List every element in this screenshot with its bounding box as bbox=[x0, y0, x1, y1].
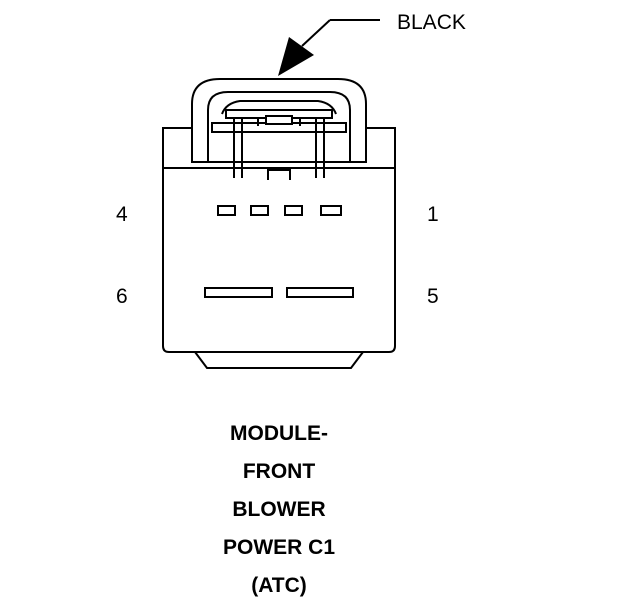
pin-label-4: 4 bbox=[116, 203, 128, 226]
title-line-5: (ATC) bbox=[251, 574, 307, 597]
pin-cavity-4 bbox=[217, 205, 236, 216]
pin-cavity-2 bbox=[284, 205, 303, 216]
pin-cavities-top-row bbox=[217, 205, 342, 216]
pin-cavity-3 bbox=[250, 205, 269, 216]
pin-cavity-1 bbox=[320, 205, 342, 216]
title-line-4: POWER C1 bbox=[223, 536, 335, 559]
connector-latch-inner bbox=[207, 91, 351, 162]
pin-label-1: 1 bbox=[427, 203, 439, 226]
pin-cavity-5 bbox=[286, 287, 354, 298]
title-line-1: MODULE- bbox=[230, 422, 328, 445]
wire-color-label: BLACK bbox=[397, 11, 466, 34]
pin-cavity-6 bbox=[204, 287, 273, 298]
pin-label-5: 5 bbox=[427, 285, 439, 308]
connector-body bbox=[162, 127, 396, 353]
connector-title: MODULE- FRONT BLOWER POWER C1 (ATC) bbox=[223, 422, 335, 597]
latch-mechanism bbox=[211, 100, 347, 180]
pin-label-6: 6 bbox=[116, 285, 128, 308]
title-line-3: BLOWER bbox=[232, 498, 325, 521]
pin-cavities-bottom-row bbox=[204, 287, 354, 298]
title-line-2: FRONT bbox=[243, 460, 315, 483]
connector-latch-hood bbox=[191, 78, 367, 162]
callout-arrow-icon bbox=[278, 37, 314, 76]
connector-bottom-skirt bbox=[194, 351, 364, 369]
callout-leader bbox=[301, 19, 380, 47]
